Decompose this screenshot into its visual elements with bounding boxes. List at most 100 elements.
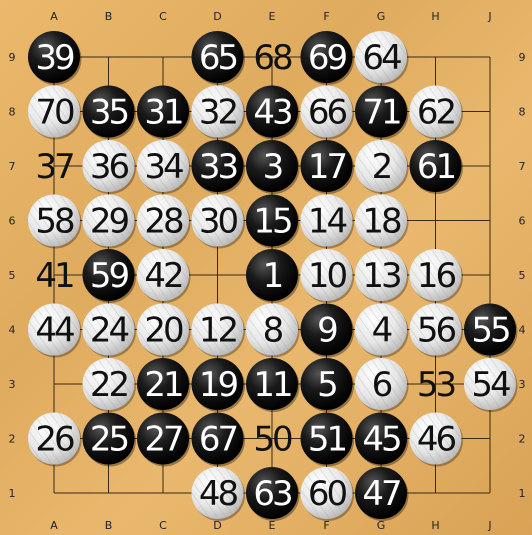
move-1[interactable]: 1 <box>246 249 300 303</box>
move-number: 5 <box>317 365 336 405</box>
row-label-right: 7 <box>519 160 526 173</box>
move-24[interactable]: 24 <box>83 304 137 358</box>
move-number: 43 <box>253 93 291 133</box>
move-number: 21 <box>144 365 182 405</box>
move-14[interactable]: 14 <box>301 195 355 249</box>
move-number: 25 <box>90 420 128 460</box>
row-label-right: 6 <box>519 215 526 228</box>
move-number: 70 <box>35 93 74 133</box>
move-71[interactable]: 71 <box>355 86 409 140</box>
move-42[interactable]: 42 <box>137 249 191 303</box>
move-36[interactable]: 36 <box>83 140 137 194</box>
move-number: 61 <box>417 147 455 187</box>
move-53[interactable]: 53 <box>417 365 455 405</box>
move-32[interactable]: 32 <box>192 86 246 140</box>
move-67[interactable]: 67 <box>192 413 246 467</box>
move-number: 16 <box>417 256 456 296</box>
move-58[interactable]: 58 <box>28 195 82 249</box>
move-5[interactable]: 5 <box>301 358 355 412</box>
column-label-bottom: B <box>105 519 113 532</box>
move-3[interactable]: 3 <box>246 140 300 194</box>
move-68[interactable]: 68 <box>253 38 292 78</box>
move-12[interactable]: 12 <box>192 304 246 358</box>
move-number: 6 <box>372 365 392 405</box>
move-51[interactable]: 51 <box>301 413 355 467</box>
move-41[interactable]: 41 <box>35 256 73 296</box>
move-number: 2 <box>372 147 391 187</box>
move-45[interactable]: 45 <box>355 413 409 467</box>
move-19[interactable]: 19 <box>192 358 246 412</box>
move-30[interactable]: 30 <box>192 195 246 249</box>
move-8[interactable]: 8 <box>246 304 300 358</box>
move-number: 31 <box>144 93 182 133</box>
move-2[interactable]: 2 <box>355 140 409 194</box>
move-43[interactable]: 43 <box>246 86 300 140</box>
move-50[interactable]: 50 <box>253 420 292 460</box>
row-label-left: 5 <box>9 269 16 282</box>
column-label-top: D <box>213 10 221 23</box>
move-number: 20 <box>144 311 183 351</box>
move-9[interactable]: 9 <box>301 304 355 358</box>
move-21[interactable]: 21 <box>137 358 191 412</box>
move-number: 35 <box>90 93 128 133</box>
move-number: 45 <box>362 420 400 460</box>
move-61[interactable]: 61 <box>410 140 464 194</box>
move-15[interactable]: 15 <box>246 195 300 249</box>
move-37[interactable]: 37 <box>35 147 73 187</box>
move-44[interactable]: 44 <box>28 304 82 358</box>
move-number: 66 <box>308 93 347 133</box>
move-69[interactable]: 69 <box>301 31 355 85</box>
row-label-left: 9 <box>9 51 16 64</box>
move-47[interactable]: 47 <box>355 467 409 521</box>
move-66[interactable]: 66 <box>301 86 355 140</box>
move-16[interactable]: 16 <box>410 249 464 303</box>
column-label-top: H <box>431 10 439 23</box>
move-27[interactable]: 27 <box>137 413 191 467</box>
move-22[interactable]: 22 <box>83 358 137 412</box>
move-number: 26 <box>35 420 74 460</box>
move-63[interactable]: 63 <box>246 467 300 521</box>
move-64[interactable]: 64 <box>355 31 409 85</box>
move-46[interactable]: 46 <box>410 413 464 467</box>
move-48[interactable]: 48 <box>192 467 246 521</box>
move-54[interactable]: 54 <box>464 358 518 412</box>
move-70[interactable]: 70 <box>28 86 82 140</box>
move-number: 18 <box>362 202 401 242</box>
move-20[interactable]: 20 <box>137 304 191 358</box>
move-number: 68 <box>253 38 292 78</box>
move-65[interactable]: 65 <box>192 31 246 85</box>
move-31[interactable]: 31 <box>137 86 191 140</box>
move-17[interactable]: 17 <box>301 140 355 194</box>
move-4[interactable]: 4 <box>355 304 409 358</box>
move-18[interactable]: 18 <box>355 195 409 249</box>
move-55[interactable]: 55 <box>464 304 518 358</box>
move-number: 69 <box>308 38 347 78</box>
move-39[interactable]: 39 <box>28 31 82 85</box>
row-label-left: 2 <box>9 433 16 446</box>
move-25[interactable]: 25 <box>83 413 137 467</box>
move-11[interactable]: 11 <box>246 358 300 412</box>
row-label-right: 3 <box>519 378 526 391</box>
move-60[interactable]: 60 <box>301 467 355 521</box>
move-29[interactable]: 29 <box>83 195 137 249</box>
move-62[interactable]: 62 <box>410 86 464 140</box>
move-59[interactable]: 59 <box>83 249 137 303</box>
move-33[interactable]: 33 <box>192 140 246 194</box>
move-10[interactable]: 10 <box>301 249 355 303</box>
move-6[interactable]: 6 <box>355 358 409 412</box>
move-34[interactable]: 34 <box>137 140 191 194</box>
move-28[interactable]: 28 <box>137 195 191 249</box>
move-number: 58 <box>35 202 74 242</box>
move-number: 55 <box>471 311 509 351</box>
move-number: 17 <box>308 147 346 187</box>
row-label-left: 1 <box>9 487 16 500</box>
move-number: 3 <box>263 147 282 187</box>
move-26[interactable]: 26 <box>28 413 82 467</box>
move-number: 59 <box>90 256 129 296</box>
move-35[interactable]: 35 <box>83 86 137 140</box>
move-number: 36 <box>90 147 129 187</box>
move-13[interactable]: 13 <box>355 249 409 303</box>
move-56[interactable]: 56 <box>410 304 464 358</box>
